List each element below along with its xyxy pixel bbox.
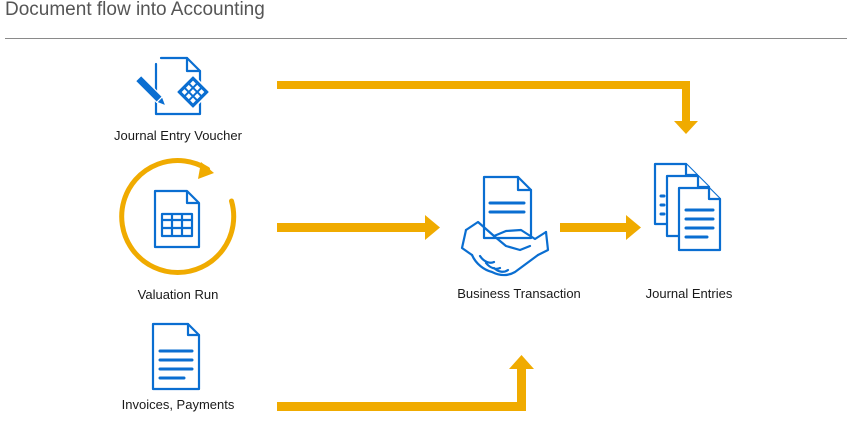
arrow-business-transaction-to-journal-entries	[560, 215, 641, 240]
handshake-document-icon	[460, 175, 550, 277]
node-label-business-transaction: Business Transaction	[457, 286, 581, 301]
document-icon	[151, 322, 201, 391]
title-divider	[5, 38, 847, 39]
node-label-journal-entries: Journal Entries	[645, 286, 733, 301]
page-title: Document flow into Accounting	[5, 0, 265, 20]
stacked-documents-icon	[653, 162, 722, 252]
valuation-cycle-icon	[119, 158, 237, 276]
arrow-voucher-to-journal-entries	[277, 81, 698, 134]
flow-arrows	[277, 81, 698, 411]
node-label-journal-entry-voucher: Journal Entry Voucher	[114, 128, 242, 143]
node-label-invoices-payments: Invoices, Payments	[121, 397, 235, 412]
voucher-calculator-icon	[134, 56, 211, 116]
arrow-invoices-to-business-transaction	[277, 355, 534, 411]
node-label-valuation-run: Valuation Run	[137, 287, 219, 302]
arrow-valuation-to-business-transaction	[277, 215, 440, 240]
